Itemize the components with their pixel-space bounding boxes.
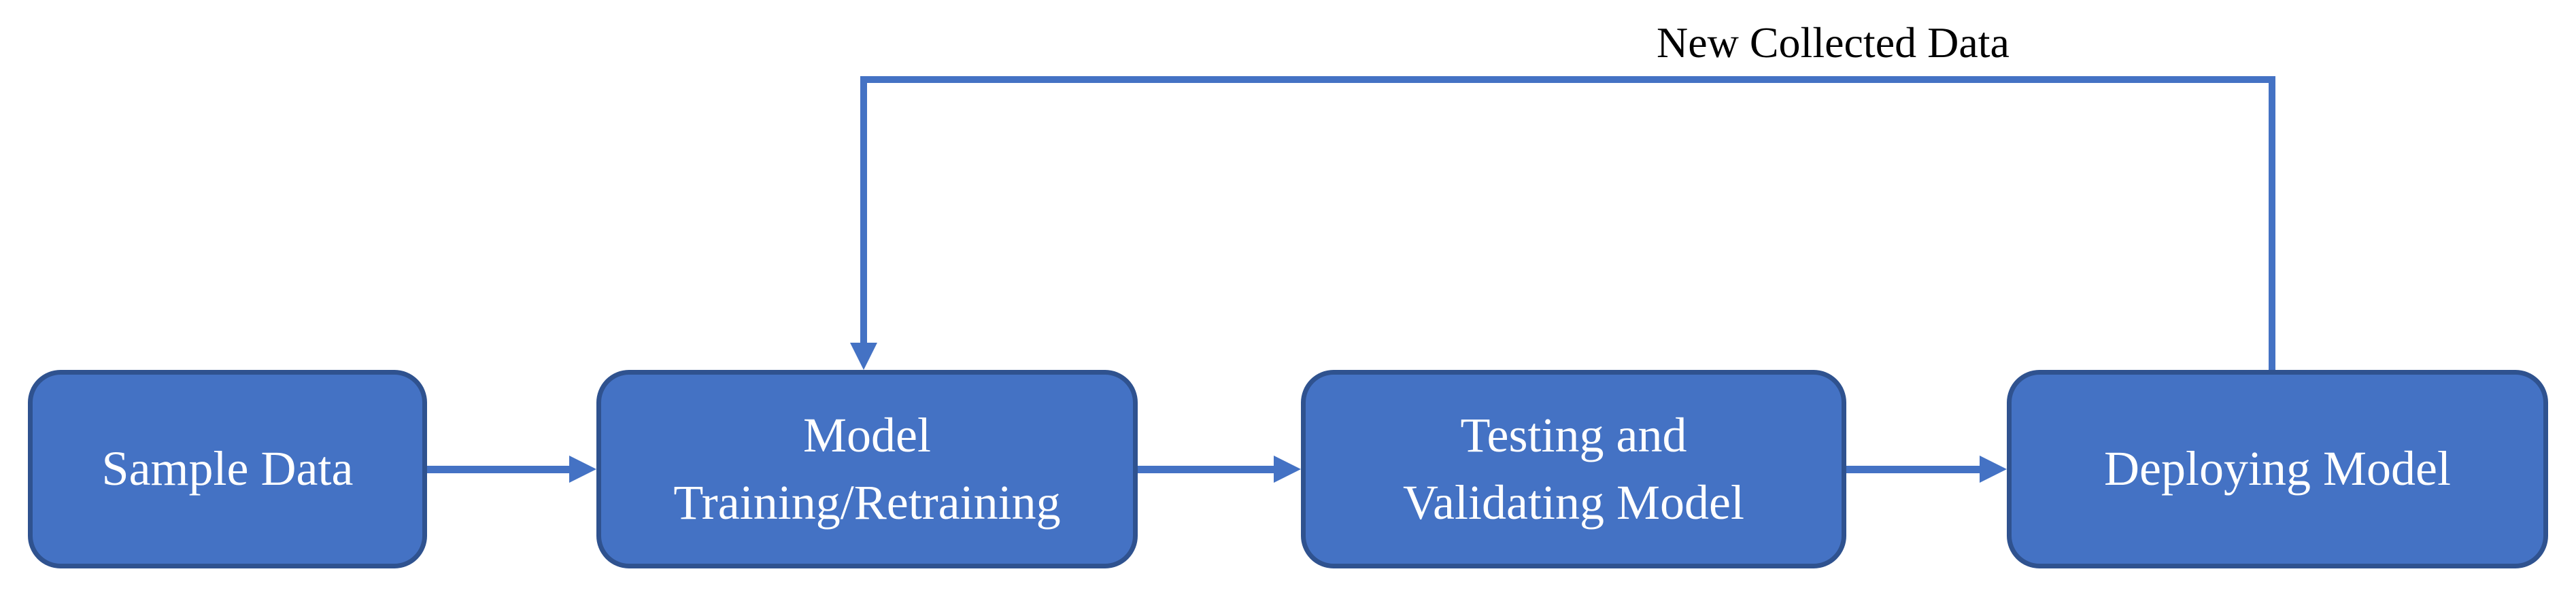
node-testing-validating-label: Testing and Validating Model bbox=[1403, 407, 1744, 530]
node-model-training: Model Training/Retraining bbox=[596, 370, 1138, 568]
node-deploying-model-label: Deploying Model bbox=[2104, 441, 2451, 496]
node-sample-data: Sample Data bbox=[28, 370, 427, 568]
connector-line-3 bbox=[1846, 466, 1980, 473]
feedback-loop-top-line bbox=[860, 76, 2275, 83]
node-sample-data-label: Sample Data bbox=[101, 441, 354, 496]
node-deploying-model: Deploying Model bbox=[2007, 370, 2548, 568]
feedback-label: New Collected Data bbox=[1657, 18, 2010, 67]
feedback-loop-left-line bbox=[860, 76, 867, 343]
feedback-loop-right-line bbox=[2269, 76, 2275, 370]
arrow-down-icon bbox=[850, 343, 877, 370]
node-testing-validating: Testing and Validating Model bbox=[1301, 370, 1846, 568]
connector-line-1 bbox=[427, 466, 569, 473]
connector-line-2 bbox=[1138, 466, 1274, 473]
arrow-right-icon bbox=[1274, 456, 1301, 483]
node-model-training-label: Model Training/Retraining bbox=[673, 407, 1061, 530]
arrow-right-icon bbox=[569, 456, 596, 483]
arrow-right-icon bbox=[1980, 456, 2007, 483]
